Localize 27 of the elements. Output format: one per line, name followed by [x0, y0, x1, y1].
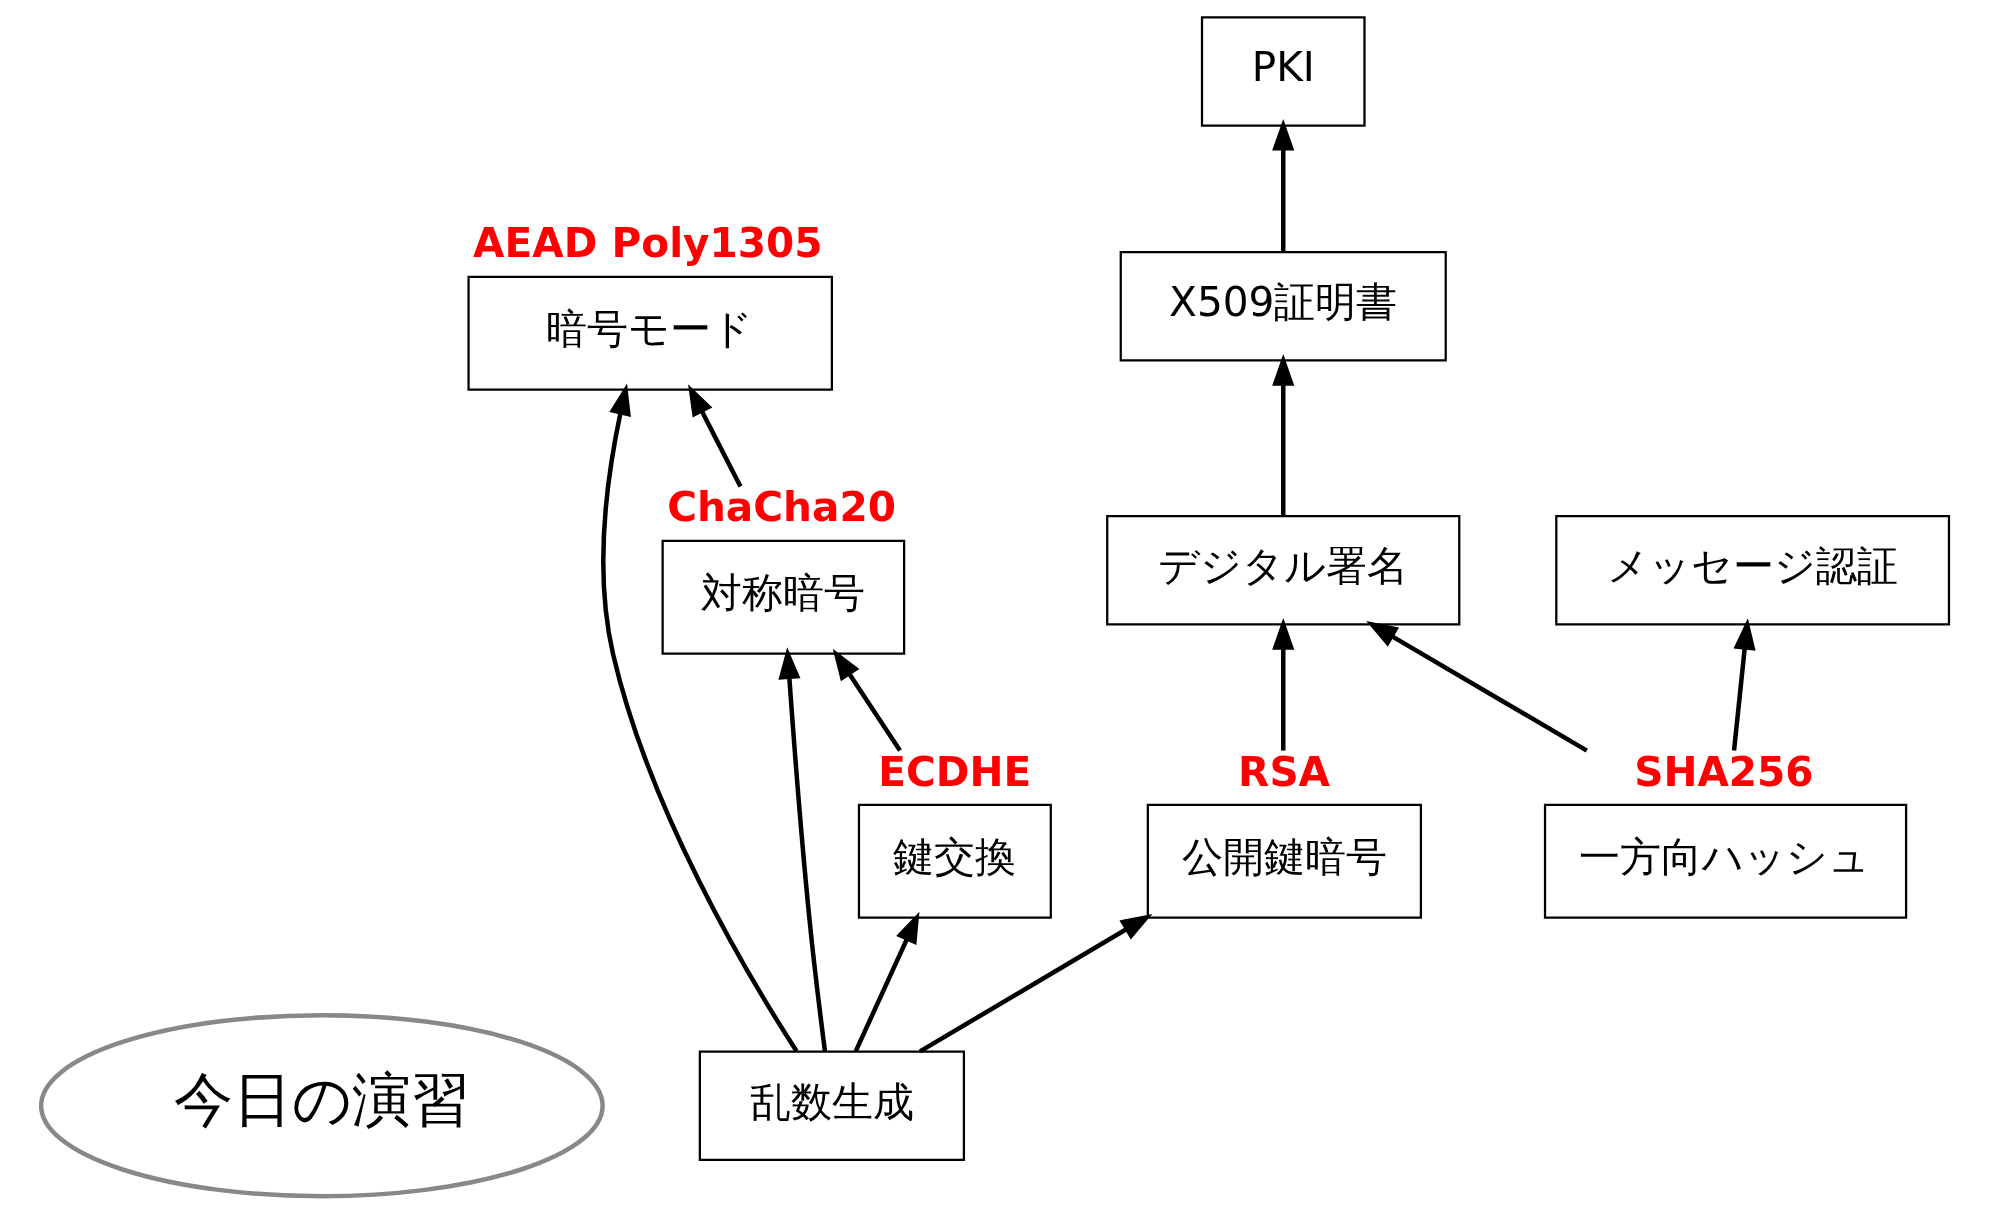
node-box: 鍵交換: [857, 803, 1052, 919]
arrow: [918, 913, 1153, 1054]
arrow: [853, 911, 920, 1053]
node-box: メッセージ認証: [1555, 514, 1951, 626]
node-box: 乱数生成: [698, 1050, 966, 1162]
arrow: [1731, 618, 1756, 751]
arrow: [601, 383, 799, 1053]
node-ellipse: 今日の演習: [38, 1012, 605, 1199]
node-box: 暗号モード: [467, 275, 834, 391]
arrow: [1272, 118, 1295, 252]
arrow: [688, 384, 743, 488]
arrow: [778, 647, 828, 1052]
arrow: [1272, 354, 1295, 516]
arrow: [832, 648, 902, 752]
node-label: ChaCha20: [667, 483, 896, 532]
node-box: 一方向ハッシュ: [1543, 803, 1908, 919]
node-label: AEAD Poly1305: [473, 219, 823, 268]
node-box: 対称暗号: [661, 539, 906, 655]
node-label: ECDHE: [878, 747, 1032, 796]
node-box: X509証明書: [1119, 250, 1447, 362]
arrow: [1366, 621, 1588, 753]
node-label: SHA256: [1634, 747, 1814, 796]
node-label: RSA: [1238, 747, 1331, 796]
node-box: PKI: [1200, 16, 1366, 127]
arrow: [1272, 618, 1295, 751]
node-box: 公開鍵暗号: [1146, 803, 1423, 919]
node-box: デジタル署名: [1106, 514, 1461, 626]
